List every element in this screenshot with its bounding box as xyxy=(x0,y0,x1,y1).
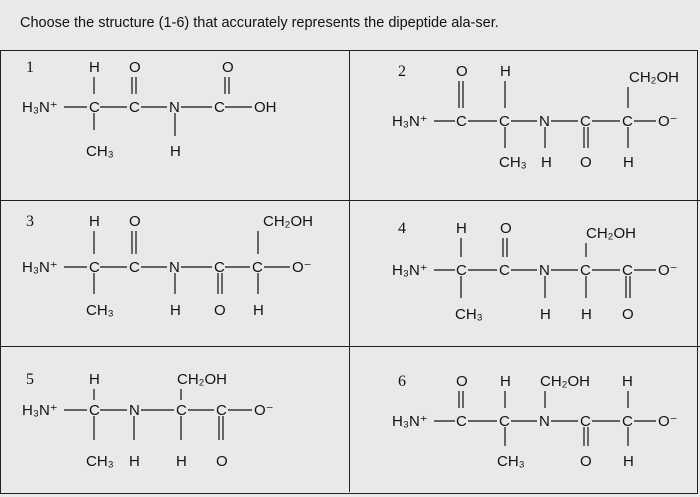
h-atom: H xyxy=(170,302,181,319)
hydroxyl: OH xyxy=(254,99,277,116)
alpha-carbon: C xyxy=(89,402,100,419)
o-atom: O xyxy=(216,453,228,470)
carbonyl-carbon: C xyxy=(499,262,510,279)
h-atom: H xyxy=(623,453,634,470)
o-atom: O xyxy=(214,302,226,319)
structure-5: 5 H₃N⁺ C N C C O⁻ H CH₂OH CH₃ H H O xyxy=(22,371,274,470)
amide-nitrogen: N xyxy=(169,99,180,116)
o-atom: O xyxy=(580,453,592,470)
ammonium-group: H₃N⁺ xyxy=(22,259,58,276)
structure-1: 1 H₃N⁺ C C N C OH H O O CH₃ H xyxy=(22,59,277,160)
amide-nitrogen: N xyxy=(539,262,550,279)
structure-2: 2 H₃N⁺ C C N C C O⁻ O H CH₂OH CH₃ H O xyxy=(392,63,679,171)
h-atom: H xyxy=(623,154,634,171)
h-atom: H xyxy=(500,373,511,390)
o-atom: O xyxy=(622,306,634,323)
h-atom: H xyxy=(170,143,181,160)
question-text: Choose the structure (1-6) that accurate… xyxy=(20,15,499,31)
h-atom: H xyxy=(541,154,552,171)
alpha-carbon: C xyxy=(499,113,510,130)
structure-number: 1 xyxy=(26,59,34,76)
ammonium-group: H₃N⁺ xyxy=(22,99,58,116)
carbonyl-carbon: C xyxy=(129,99,140,116)
structure-number: 2 xyxy=(398,63,406,80)
hydroxymethyl-group: CH₂OH xyxy=(263,213,313,230)
methyl-group: CH₃ xyxy=(497,453,525,470)
carboxylate-oxygen: O⁻ xyxy=(658,262,678,279)
h-atom: H xyxy=(540,306,551,323)
hydroxymethyl-group: CH₂OH xyxy=(540,373,590,390)
amine-nitrogen: N xyxy=(129,402,140,419)
amine-nitrogen: N xyxy=(539,413,550,430)
structure-number: 6 xyxy=(398,373,406,390)
o-atom: O xyxy=(129,59,141,76)
methyl-group: CH₃ xyxy=(86,302,114,319)
alpha-carbon: C xyxy=(622,113,633,130)
alpha-carbon: C xyxy=(176,402,187,419)
ammonium-group: H₃N⁺ xyxy=(392,113,428,130)
structure-3: 3 H₃N⁺ C C N C C O⁻ H O CH₂OH CH₃ H O xyxy=(22,213,313,319)
o-atom: O xyxy=(222,59,234,76)
grid-divider-row-1 xyxy=(0,200,700,201)
carbonyl-carbon: C xyxy=(456,413,467,430)
carboxylate-oxygen: O⁻ xyxy=(658,113,678,130)
alpha-carbon: C xyxy=(252,259,263,276)
carboxyl-carbon: C xyxy=(622,262,633,279)
alpha-carbon: C xyxy=(622,413,633,430)
o-atom: O xyxy=(129,213,141,230)
carboxyl-carbon: C xyxy=(214,99,225,116)
alpha-carbon: C xyxy=(456,262,467,279)
h-atom: H xyxy=(622,373,633,390)
ammonium-group: H₃N⁺ xyxy=(392,413,428,430)
amide-nitrogen: N xyxy=(169,259,180,276)
grid-divider-row-2 xyxy=(0,346,700,347)
o-atom: O xyxy=(456,63,468,80)
h-atom: H xyxy=(129,453,140,470)
alpha-carbon: C xyxy=(89,259,100,276)
h-atom: H xyxy=(89,213,100,230)
carboxylate-oxygen: O⁻ xyxy=(254,402,274,419)
carbonyl-carbon: C xyxy=(456,113,467,130)
h-atom: H xyxy=(253,302,264,319)
structure-4: 4 H₃N⁺ C C N C C O⁻ H O CH₂OH CH₃ H H xyxy=(392,220,678,323)
grid-divider-vertical xyxy=(349,51,350,492)
h-atom: H xyxy=(89,59,100,76)
structure-number: 5 xyxy=(26,371,34,388)
methyl-group: CH₃ xyxy=(86,143,114,160)
o-atom: O xyxy=(456,373,468,390)
ammonium-group: H₃N⁺ xyxy=(392,262,428,279)
ammonium-group: H₃N⁺ xyxy=(22,402,58,419)
hydroxymethyl-group: CH₂OH xyxy=(177,371,227,388)
h-atom: H xyxy=(581,306,592,323)
structures-grid xyxy=(0,50,698,494)
structure-6: 6 H₃N⁺ C C N C C O⁻ O H CH₂OH H CH₃ O xyxy=(392,373,678,470)
h-atom: H xyxy=(500,63,511,80)
structure-number: 4 xyxy=(398,220,406,237)
amide-nitrogen: N xyxy=(539,113,550,130)
carbonyl-carbon: C xyxy=(580,413,591,430)
h-atom: H xyxy=(89,371,100,388)
h-atom: H xyxy=(456,220,467,237)
hydroxymethyl-group: CH₂OH xyxy=(586,225,636,242)
structure-number: 3 xyxy=(26,213,34,230)
methyl-group: CH₃ xyxy=(455,306,483,323)
methyl-group: CH₃ xyxy=(86,453,114,470)
o-atom: O xyxy=(500,220,512,237)
alpha-carbon: C xyxy=(89,99,100,116)
carbonyl-carbon: C xyxy=(129,259,140,276)
o-atom: O xyxy=(580,154,592,171)
hydroxymethyl-group: CH₂OH xyxy=(629,69,679,86)
carboxylate-oxygen: O⁻ xyxy=(658,413,678,430)
carboxylate-oxygen: O⁻ xyxy=(292,259,312,276)
alpha-carbon: C xyxy=(499,413,510,430)
carbonyl-carbon: C xyxy=(580,113,591,130)
carbonyl-carbon: C xyxy=(214,259,225,276)
h-atom: H xyxy=(176,453,187,470)
alpha-carbon: C xyxy=(580,262,591,279)
carboxyl-carbon: C xyxy=(216,402,227,419)
methyl-group: CH₃ xyxy=(499,154,527,171)
